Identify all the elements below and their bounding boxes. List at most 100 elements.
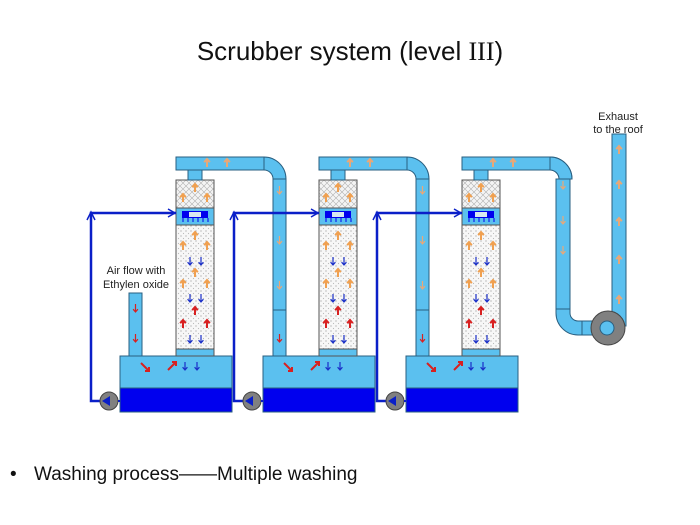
flow-arrow-icon [322, 240, 330, 250]
exhaust-down-duct [555, 178, 571, 310]
duct-flow-arrow-icon [615, 216, 623, 226]
flow-arrow-icon [334, 182, 342, 192]
column-base [461, 348, 501, 357]
flow-arrow-icon [489, 278, 497, 288]
flow-arrow-icon [203, 192, 211, 202]
pipe-arrow-icon [372, 210, 382, 221]
flow-arrow-icon [191, 182, 199, 192]
flow-arrow-icon [330, 294, 336, 303]
flow-arrow-icon [334, 305, 342, 315]
pipe-arrow-icon [167, 208, 177, 218]
flow-arrow-icon [203, 318, 211, 328]
flow-arrow-icon [179, 318, 187, 328]
flow-arrow-icon [322, 192, 330, 202]
flow-arrow-icon [283, 362, 293, 372]
flow-arrow-icon [346, 192, 354, 202]
flow-arrow-icon [198, 257, 204, 266]
flow-arrow-icon [330, 257, 336, 266]
exhaust-elbow-bottom [555, 308, 583, 336]
flow-arrow-icon [203, 278, 211, 288]
scrubber-stage-2 [229, 156, 430, 413]
flow-arrow-icon [191, 230, 199, 240]
down-duct [415, 178, 430, 357]
duct-flow-arrow-icon [419, 186, 426, 195]
flow-arrow-icon [453, 361, 463, 371]
flow-arrow-icon [465, 278, 473, 288]
pump-direction-icon [388, 396, 396, 406]
flow-arrow-icon [187, 257, 193, 266]
inlet-flow-arrow-icon [132, 334, 139, 343]
flow-arrow-icon [194, 362, 200, 371]
pipe-arrow-icon [229, 210, 239, 221]
flow-arrow-icon [465, 318, 473, 328]
flow-arrow-icon [477, 305, 485, 315]
flow-arrow-icon [334, 230, 342, 240]
flow-arrow-icon [179, 240, 187, 250]
flow-arrow-icon [346, 240, 354, 250]
pump-direction-icon [245, 396, 253, 406]
recirculation-pipe [232, 211, 319, 403]
exhaust-elbow-top [549, 156, 573, 180]
tank-air-zone [262, 355, 376, 389]
bullet-symbol: • [10, 464, 17, 485]
flow-arrow-icon [473, 257, 479, 266]
flow-arrow-icon [191, 267, 199, 277]
flow-arrow-icon [346, 278, 354, 288]
duct-flow-arrow-icon [366, 157, 374, 167]
flow-arrow-icon [341, 294, 347, 303]
duct-elbow [263, 156, 287, 180]
flow-arrow-icon [480, 362, 486, 371]
duct-flow-arrow-icon [615, 294, 623, 304]
spray-nozzle-center [189, 212, 201, 217]
tank-water [262, 387, 376, 413]
flow-arrow-icon [182, 362, 188, 371]
air-inlet-duct [128, 292, 143, 357]
flow-arrow-icon [322, 278, 330, 288]
flow-arrow-icon [187, 294, 193, 303]
top-duct [318, 156, 408, 171]
scrubber-stage-3 [372, 156, 573, 413]
flow-arrow-icon [477, 230, 485, 240]
pipe-arrow-icon [86, 210, 96, 221]
column-base [175, 348, 215, 357]
duct-flow-arrow-icon [276, 186, 283, 195]
flow-arrow-icon [426, 362, 436, 372]
flow-arrow-icon [468, 362, 474, 371]
spray-nozzle-center [475, 212, 487, 217]
duct-flow-arrow-icon [419, 281, 426, 290]
flow-arrow-icon [484, 257, 490, 266]
column-neck [330, 169, 346, 181]
tank-water [405, 387, 519, 413]
scrubber-stage-1 [86, 156, 287, 413]
pipe-arrow-icon [453, 208, 463, 218]
air-inlet-label-2: Ethylen oxide [103, 279, 169, 291]
top-duct [175, 156, 265, 171]
duct-flow-arrow-icon [560, 181, 566, 190]
flow-arrow-icon [484, 335, 490, 344]
flow-arrow-icon [337, 362, 343, 371]
flow-arrow-icon [187, 335, 193, 344]
flow-arrow-icon [322, 318, 330, 328]
exhaust-duct-system [549, 133, 627, 346]
duct-flow-arrow-icon [419, 334, 426, 343]
duct-flow-arrow-icon [276, 334, 283, 343]
flow-arrow-icon [179, 192, 187, 202]
duct-flow-arrow-icon [615, 144, 623, 154]
flow-arrow-icon [310, 361, 320, 371]
recirculation-pipe [375, 211, 462, 403]
duct-flow-arrow-icon [223, 157, 231, 167]
duct-elbow [406, 156, 430, 180]
flow-arrow-icon [489, 192, 497, 202]
duct-flow-arrow-icon [346, 157, 354, 167]
duct-flow-arrow-icon [560, 246, 566, 255]
flow-arrow-icon [465, 240, 473, 250]
flow-arrow-icon [477, 182, 485, 192]
flow-arrow-icon [489, 240, 497, 250]
flow-arrow-icon [179, 278, 187, 288]
column-neck [473, 169, 489, 181]
exhaust-label-1: Exhaust [598, 111, 638, 123]
flow-arrow-icon [167, 361, 177, 371]
duct-flow-arrow-icon [615, 179, 623, 189]
exhaust-label-2: to the roof [593, 124, 643, 136]
duct-flow-arrow-icon [615, 254, 623, 264]
